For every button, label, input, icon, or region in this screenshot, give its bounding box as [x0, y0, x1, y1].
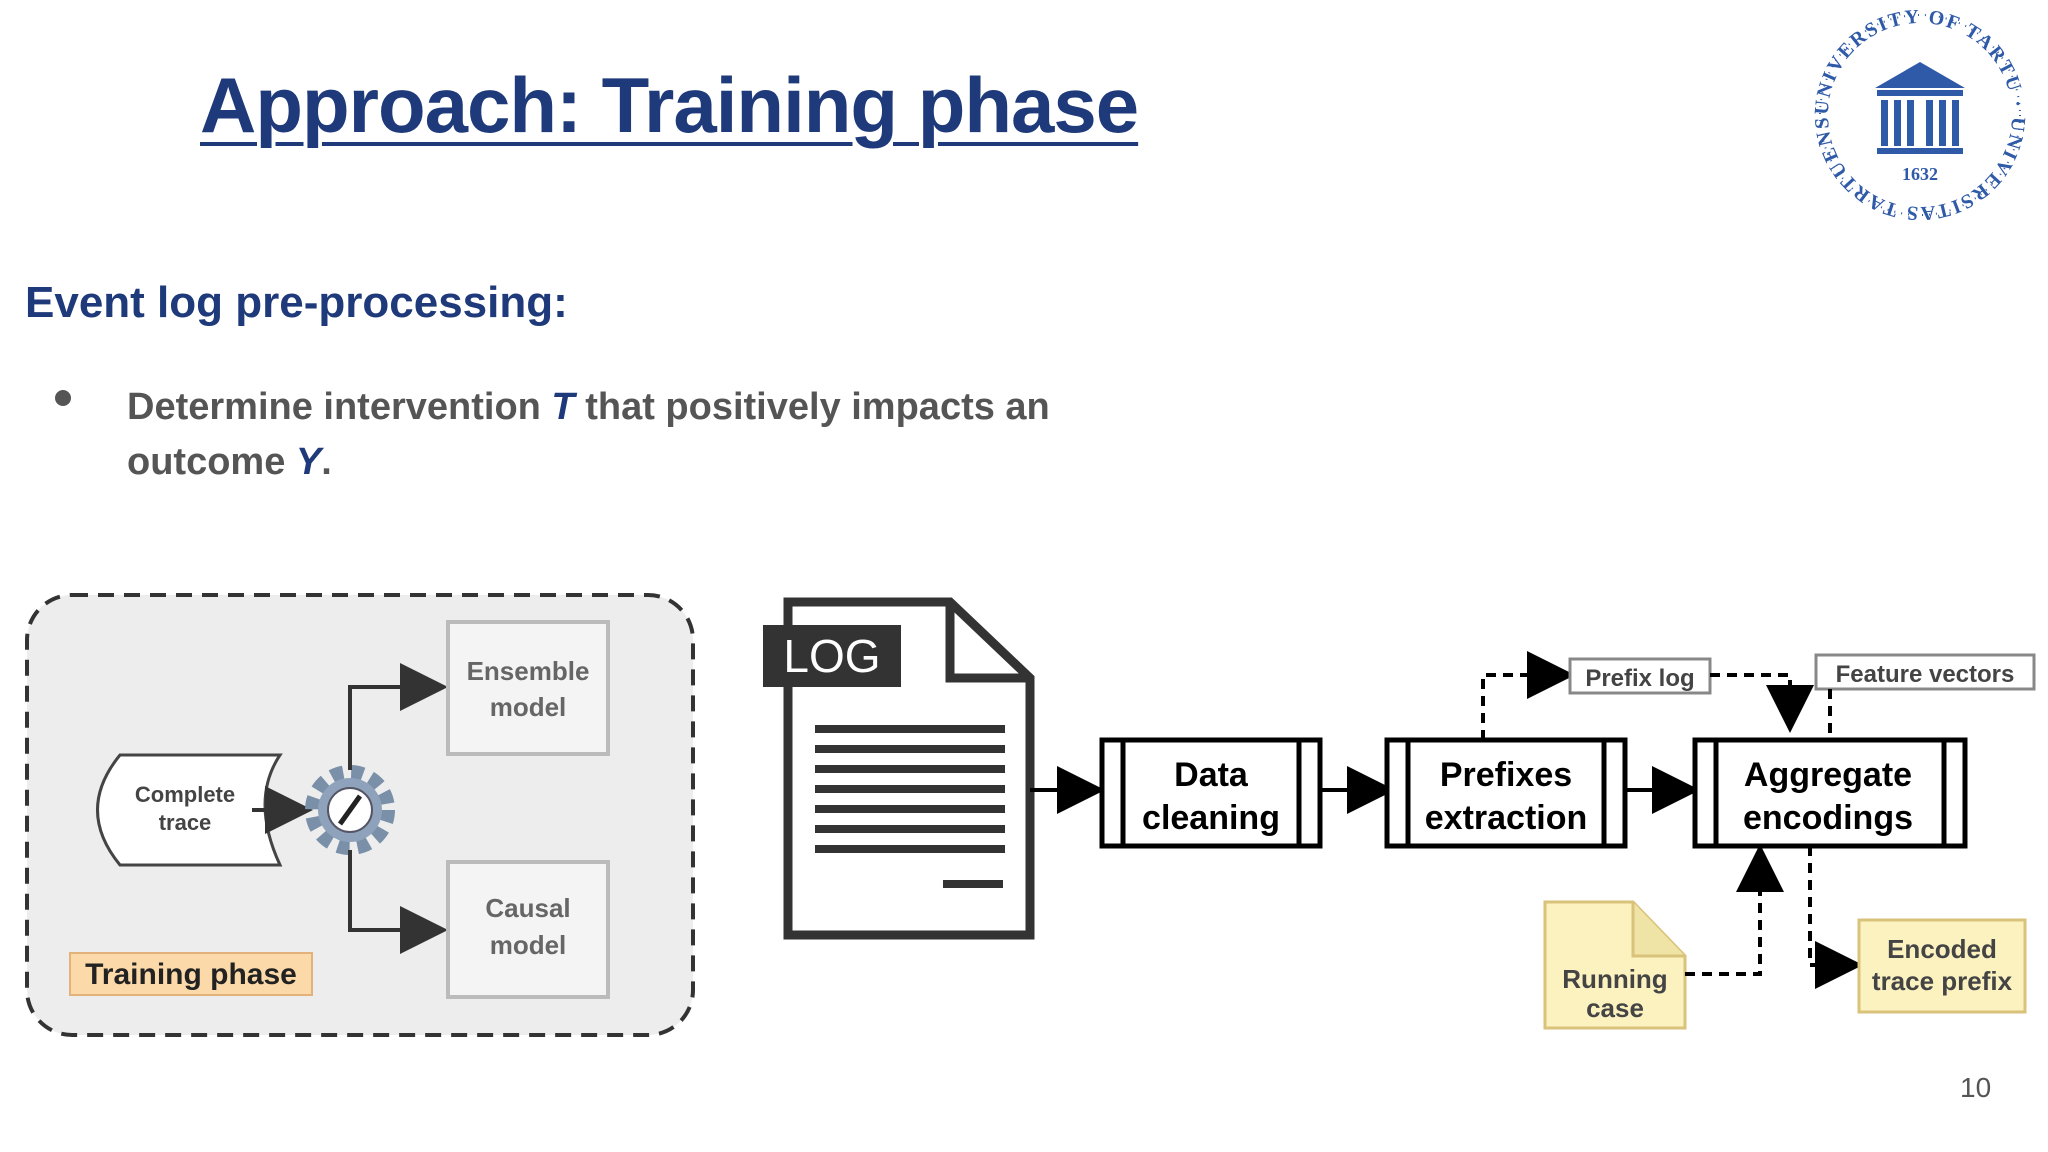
causal-model-line2: model [490, 930, 567, 960]
logo-ring-text: UNIVERSITY OF TARTU · UNIVERSITAS TARTUE… [1805, 10, 2029, 220]
prefixes-extraction-line2: extraction [1425, 799, 1588, 837]
encoded-trace-line1: Encoded [1887, 934, 1997, 964]
ensemble-model-line1: Ensemble [467, 656, 590, 686]
outcome-variable: Y [295, 441, 322, 483]
building-icon [1875, 62, 1965, 154]
log-label: LOG [783, 630, 880, 682]
data-cleaning-line1: Data [1174, 756, 1249, 794]
pipeline-diagram: LOG Data cleaning Prefixes extraction Ag… [763, 597, 2036, 1030]
aggregate-encodings-line2: encodings [1743, 799, 1913, 837]
bullet-dot [55, 390, 71, 406]
complete-trace-shape [96, 753, 283, 867]
running-case-line2: case [1586, 993, 1644, 1023]
feature-vectors-box [1814, 653, 2036, 691]
complete-trace-line2: trace [159, 810, 212, 835]
causal-model-line1: Causal [485, 893, 570, 923]
slide-title: Approach: Training phase [200, 61, 1139, 149]
bullet-text: Determine intervention T that positively… [127, 380, 1087, 490]
log-document-icon [763, 597, 1035, 940]
feature-vectors-label: Feature vectors [1836, 661, 2015, 688]
aggregate-encodings-line1: Aggregate [1744, 756, 1912, 794]
prefixes-extraction-step [1384, 737, 1628, 849]
bullet-text-part: . [321, 441, 332, 483]
encoded-trace-prefix-box [1857, 918, 2027, 1014]
logo-year: 1632 [1902, 164, 1938, 184]
data-cleaning-step [1099, 737, 1323, 849]
training-phase-label: Training phase [85, 958, 297, 991]
ensemble-model-box [446, 620, 610, 756]
data-cleaning-line2: cleaning [1142, 799, 1280, 837]
page-number: 10 [1960, 1072, 1992, 1103]
training-phase-label-bg [69, 952, 313, 996]
prefixes-extraction-line1: Prefixes [1440, 756, 1572, 794]
aggregate-encodings-step [1692, 737, 1968, 849]
bullet-text-part: Determine intervention [127, 386, 552, 428]
section-heading: Event log pre-processing: [25, 278, 568, 327]
university-logo: UNIVERSITY OF TARTU · UNIVERSITAS TARTUE… [1805, 10, 2029, 220]
running-case-line1: Running [1562, 964, 1667, 994]
training-phase-diagram: Complete trace Ensemble model Causal mod… [25, 593, 695, 1037]
encoded-trace-line2: trace prefix [1872, 966, 2013, 996]
ensemble-model-line2: model [490, 692, 567, 722]
complete-trace-line1: Complete [135, 782, 235, 807]
prefix-log-label: Prefix log [1585, 665, 1694, 692]
intervention-variable: T [551, 386, 575, 428]
causal-model-box [446, 860, 610, 999]
bullet-text-part: that positively impacts an outcome [127, 386, 1050, 483]
gear-icon [305, 765, 395, 855]
